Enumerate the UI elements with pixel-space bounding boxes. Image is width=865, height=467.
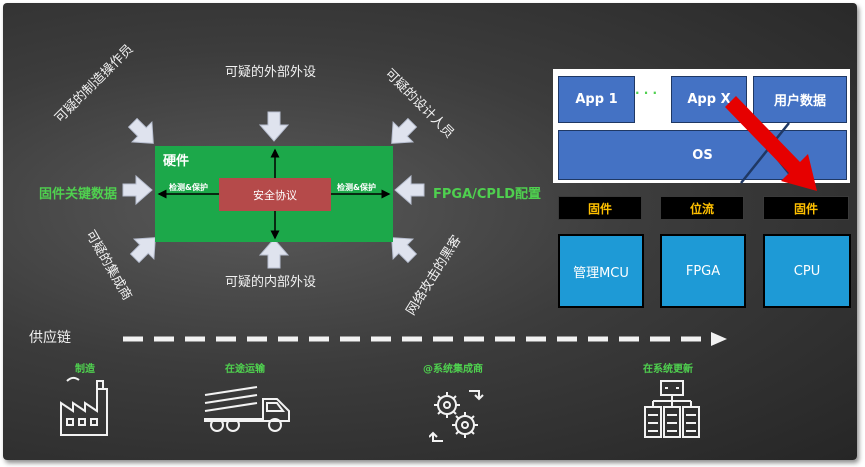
hardware-box: 硬件 安全协议 检测&保护 检测&保护 bbox=[155, 146, 393, 242]
firmware-label-mcu: 固件 bbox=[558, 196, 642, 220]
chip-cpu: CPU bbox=[763, 234, 851, 308]
detect-protect-label-right: 检测&保护 bbox=[337, 183, 376, 192]
threat-fpga-cpld-config: FPGA/CPLD配置 bbox=[433, 187, 542, 202]
firmware-label-cpu: 固件 bbox=[763, 196, 849, 220]
supply-chain-label: 供应链 bbox=[29, 330, 71, 346]
threat-external-peripheral: 可疑的外部外设 bbox=[225, 65, 317, 80]
stage-label-manufacturing: 制造 bbox=[75, 364, 95, 375]
attack-overlay bbox=[725, 96, 817, 191]
stage-label-integrator: @系统集成商 bbox=[423, 364, 483, 375]
truck-icon bbox=[204, 386, 290, 432]
bitstream-label: 位流 bbox=[660, 196, 744, 220]
chip-fpga: FPGA bbox=[660, 234, 746, 308]
detect-protect-label-left: 检测&保护 bbox=[169, 183, 208, 192]
slide-background: 可疑的制造操作员 可疑的外部外设 可疑的设计人员 固件关键数据 FPGA/CPL… bbox=[3, 3, 857, 460]
hardware-arrows bbox=[157, 148, 391, 240]
app-ellipsis: · · · bbox=[635, 86, 658, 100]
user-data-box: 用户数据 bbox=[753, 76, 847, 123]
attack-arrow bbox=[725, 96, 817, 191]
server-update-icon bbox=[644, 380, 700, 438]
gears-icon bbox=[429, 390, 484, 442]
threat-internal-peripheral: 可疑的内部外设 bbox=[225, 275, 317, 290]
chip-mcu: 管理MCU bbox=[558, 234, 644, 308]
stage-label-update: 在系统更新 bbox=[643, 364, 693, 375]
stage-label-transport: 在途运输 bbox=[225, 364, 265, 375]
secure-protocol-box: 安全协议 bbox=[219, 178, 331, 211]
threat-firmware-key-data: 固件关键数据 bbox=[39, 187, 118, 202]
cross-line-b bbox=[740, 122, 790, 184]
hardware-title: 硬件 bbox=[163, 154, 190, 169]
app1-box: App 1 bbox=[558, 76, 635, 123]
factory-icon bbox=[60, 376, 108, 436]
supply-chain-arrow bbox=[123, 332, 727, 346]
